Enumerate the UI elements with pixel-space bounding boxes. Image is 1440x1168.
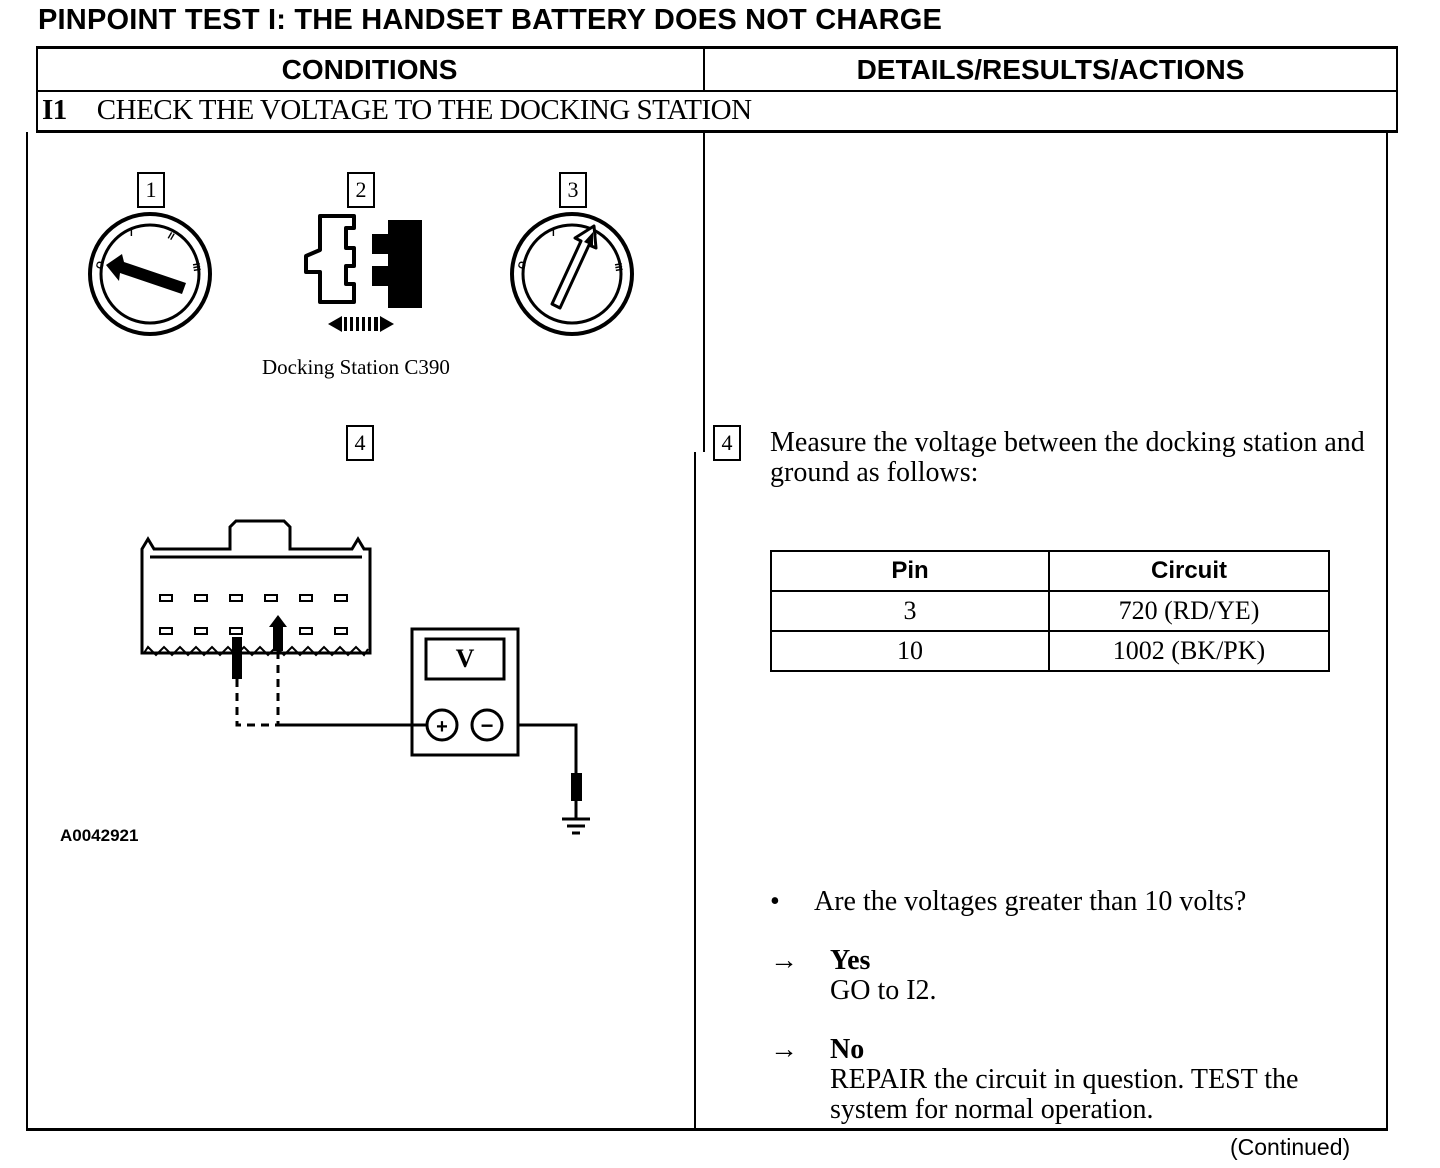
header-details: DETAILS/RESULTS/ACTIONS bbox=[856, 54, 1245, 85]
step-heading: I1 CHECK THE VOLTAGE TO THE DOCKING STATI… bbox=[42, 94, 752, 127]
page-title: PINPOINT TEST I: THE HANDSET BATTERY DOE… bbox=[38, 4, 943, 36]
frame-bottom-rule bbox=[26, 1128, 1388, 1131]
ground-probe-icon bbox=[562, 773, 590, 835]
svg-text:I: I bbox=[130, 228, 133, 239]
column-header-circuit: Circuit bbox=[1048, 550, 1330, 592]
column-header-pin: Pin bbox=[770, 550, 1050, 592]
column-divider-lower bbox=[694, 452, 696, 1130]
answer-no-label: No bbox=[830, 1034, 865, 1065]
frame-right-rule-upper bbox=[1396, 46, 1398, 132]
header-divider bbox=[703, 46, 705, 92]
answer-no-action: REPAIR the circuit in question. TEST the… bbox=[830, 1064, 1299, 1125]
frame-left-rule-upper bbox=[36, 46, 38, 132]
callout-2: 2 bbox=[347, 172, 375, 208]
step-id: I1 bbox=[42, 94, 67, 126]
meter-minus-terminal: − bbox=[481, 713, 494, 738]
column-divider-upper bbox=[703, 132, 705, 452]
svg-text:O: O bbox=[516, 260, 529, 271]
connector-pin-slots bbox=[159, 594, 348, 635]
step-bottom-rule bbox=[36, 130, 1398, 133]
instruction-text: Measure the voltage between the docking … bbox=[770, 427, 1365, 488]
connector-face bbox=[140, 519, 372, 657]
figure-id: A0042921 bbox=[60, 826, 139, 845]
continued-note: (Continued) bbox=[1230, 1134, 1351, 1160]
frame-top-rule bbox=[36, 46, 1398, 49]
svg-text:I: I bbox=[552, 228, 555, 239]
header-conditions: CONDITIONS bbox=[281, 54, 458, 85]
frame-left-rule-lower bbox=[26, 132, 28, 1130]
svg-text:III: III bbox=[190, 262, 202, 272]
question-bullet: • bbox=[770, 886, 780, 917]
pin-circuit-table: Pin Circuit 3 720 (RD/YE) 10 1002 (BK/PK… bbox=[770, 550, 1330, 672]
connector-label: Docking Station C390 bbox=[262, 355, 450, 379]
callout-1: 1 bbox=[137, 172, 165, 208]
table-row: 10 1002 (BK/PK) bbox=[770, 630, 1330, 672]
callout-3: 3 bbox=[559, 172, 587, 208]
question-text: Are the voltages greater than 10 volts? bbox=[814, 886, 1247, 917]
connector-disconnect-icon bbox=[304, 214, 422, 332]
voltmeter-test-diagram: V + − bbox=[140, 519, 590, 835]
ignition-switch-off-icon: O I II III bbox=[88, 212, 212, 336]
table-header-row: Pin Circuit bbox=[770, 550, 1330, 592]
svg-text:O: O bbox=[94, 260, 107, 271]
probe-leads bbox=[235, 651, 578, 777]
circuit-cell: 720 (RD/YE) bbox=[1048, 590, 1330, 632]
arrow-icon: → bbox=[770, 1034, 798, 1065]
frame-right-rule-lower bbox=[1386, 132, 1388, 1130]
svg-text:III: III bbox=[612, 262, 624, 272]
callout-4: 4 bbox=[346, 425, 374, 461]
svg-text:II: II bbox=[166, 231, 177, 243]
voltmeter bbox=[410, 627, 520, 757]
instruction-callout-4: 4 bbox=[713, 425, 741, 461]
pin-cell: 10 bbox=[770, 630, 1050, 672]
test-probes bbox=[232, 615, 287, 679]
step-text: CHECK THE VOLTAGE TO THE DOCKING STATION bbox=[96, 94, 752, 126]
circuit-cell: 1002 (BK/PK) bbox=[1048, 630, 1330, 672]
header-bottom-rule bbox=[36, 90, 1398, 92]
arrow-icon: → bbox=[770, 945, 798, 976]
question: • Are the voltages greater than 10 volts? bbox=[770, 886, 1246, 918]
voltmeter-symbol: V bbox=[456, 644, 475, 673]
ignition-switch-run-icon: O I II III bbox=[510, 212, 634, 336]
answer-yes-action: GO to I2. bbox=[830, 975, 937, 1006]
pin-cell: 3 bbox=[770, 590, 1050, 632]
table-row: 3 720 (RD/YE) bbox=[770, 590, 1330, 632]
meter-plus-terminal: + bbox=[436, 716, 448, 738]
answer-yes-label: Yes bbox=[830, 945, 871, 976]
